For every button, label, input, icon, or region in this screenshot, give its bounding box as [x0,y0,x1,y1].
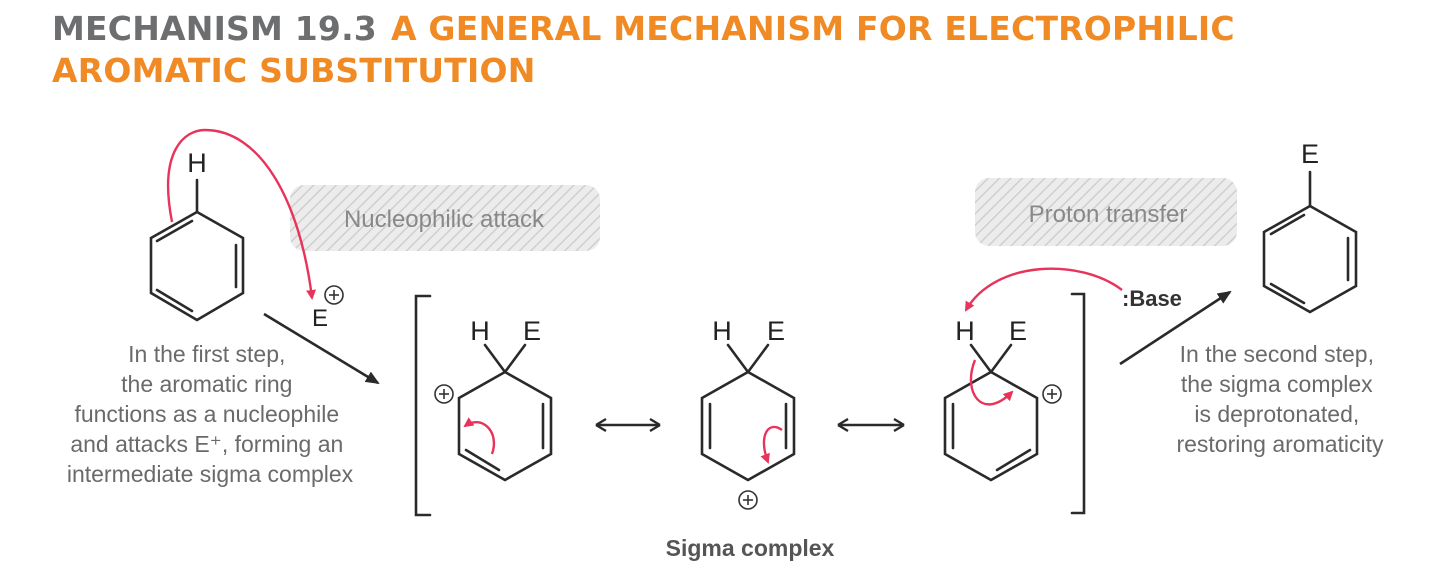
step1-label: Nucleophilic attack [344,206,545,233]
left-bracket [414,294,432,517]
resonance-arrow-2 [837,417,905,433]
proton-transfer-band: Proton transfer [975,178,1237,246]
curved-arrow-deprotonation [964,267,1123,312]
r2-curved-arrow [760,425,783,464]
right-bracket [1070,292,1086,515]
reactant-h-atom: H [187,148,207,178]
second-step-note: In the second step, the sigma complex is… [1176,341,1384,457]
r1-h-atom: H [470,316,490,346]
r3-positive-charge-icon [1042,384,1062,404]
first-step-note: In the first step, the aromatic ring fun… [67,341,354,487]
product-e-atom: E [1301,139,1319,169]
sigma-complex-resonance-3: H E [943,316,1062,482]
r2-e-atom: E [767,316,785,346]
electrophile: E [312,285,344,332]
sigma-complex-resonance-1: H E [434,316,553,482]
mechanism-heading: A GENERAL MECHANISM FOR ELECTROPHILIC AR… [52,9,1235,90]
resonance-arrow-1 [595,417,661,433]
r3-curved-arrow [969,359,1014,406]
reaction-arrow-step1 [263,312,380,385]
sigma-complex-caption: Sigma complex [666,535,835,561]
substituted-benzene-product: E [1262,139,1358,314]
nucleophilic-attack-band: Nucleophilic attack [290,185,600,251]
mechanism-number: MECHANISM 19.3 [52,9,377,48]
step2-label: Proton transfer [1029,201,1188,228]
r1-curved-arrow [463,417,495,455]
r3-e-atom: E [1009,316,1027,346]
sigma-complex-resonance-2: H E [700,316,796,510]
r1-e-atom: E [523,316,541,346]
r2-h-atom: H [712,316,732,346]
reaction-arrow-step2 [1119,290,1232,366]
r2-positive-charge-icon [738,490,758,510]
positive-charge-icon [324,285,344,305]
electrophile-e: E [312,305,328,332]
base-label: :Base [1122,286,1182,311]
r3-h-atom: H [955,316,975,346]
benzene-reactant: H [149,148,245,322]
curved-arrow-attack [166,128,316,300]
r1-positive-charge-icon [434,384,454,404]
